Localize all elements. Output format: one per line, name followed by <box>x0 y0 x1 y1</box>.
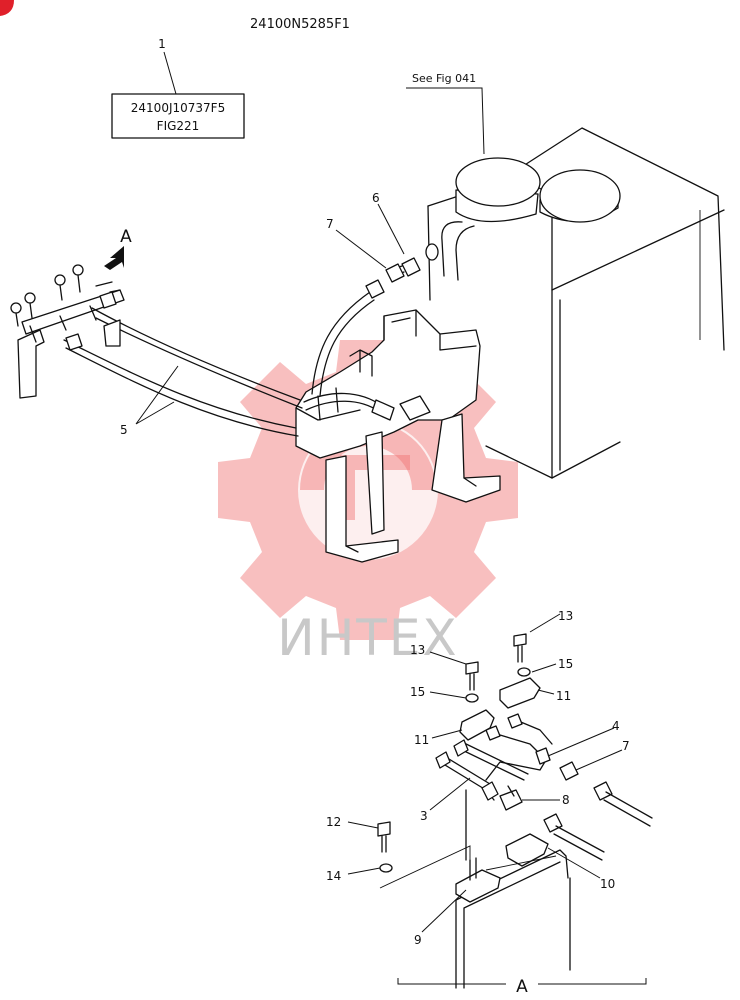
view-marker-detail: A <box>516 977 528 997</box>
reference-box: 24100J10737F5 FIG221 <box>111 93 245 139</box>
callout-7-detail: 7 <box>622 739 630 753</box>
reference-box-line2: FIG221 <box>157 119 200 133</box>
valve-stands <box>325 413 501 563</box>
callout-5: 5 <box>120 423 128 437</box>
hydraulic-tank <box>427 127 725 479</box>
detail-view-a <box>377 633 653 989</box>
callout-7-top: 7 <box>326 217 334 231</box>
callout-6: 6 <box>372 191 380 205</box>
callout-15-left: 15 <box>410 685 425 699</box>
watermark-text: ИНТЕХ <box>277 609 458 667</box>
callout-3: 3 <box>420 809 428 823</box>
callout-9: 9 <box>414 933 422 947</box>
pilot-valve-assembly <box>10 264 125 399</box>
reference-box-line1: 24100J10737F5 <box>131 101 225 115</box>
elbow-7-top <box>385 263 405 283</box>
callout-4: 4 <box>612 719 620 733</box>
tank-filler-caps <box>425 157 621 281</box>
drawing-number: 24100N5285F1 <box>250 17 350 32</box>
callout-1: 1 <box>158 37 166 51</box>
callout-13-right: 13 <box>558 609 573 623</box>
callout-10: 10 <box>600 877 615 891</box>
callout-11-left: 11 <box>414 733 429 747</box>
view-arrow <box>104 246 124 270</box>
callout-12: 12 <box>326 815 341 829</box>
corner-mark <box>0 0 14 16</box>
hose-fittings <box>365 279 395 421</box>
callout-13-left: 13 <box>410 643 425 657</box>
callout-15-right: 15 <box>558 657 573 671</box>
callout-14: 14 <box>326 869 341 883</box>
see-fig-label: See Fig 041 <box>412 72 476 85</box>
hoses <box>63 291 383 437</box>
view-marker-top: A <box>120 227 132 247</box>
callout-8: 8 <box>562 793 570 807</box>
callout-11-right: 11 <box>556 689 571 703</box>
